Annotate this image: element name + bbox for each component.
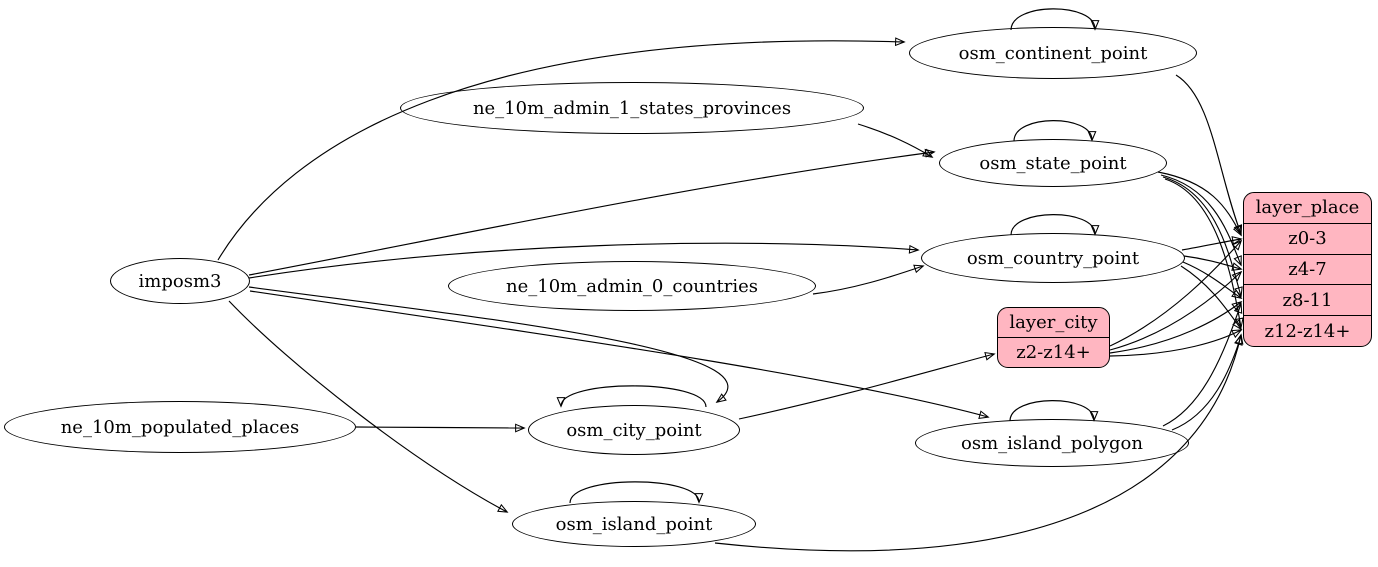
self-loop-edge-osm_state_point (1013, 120, 1097, 142)
record-row-layer_place-z4-7: z4-7 (1244, 253, 1371, 285)
table-node-imposm3: imposm3 (110, 258, 250, 304)
edge-layer_city-to-layer_place-z12-z14+ (1109, 329, 1243, 357)
table-node-ne_10m_admin_1_states_provinces: ne_10m_admin_1_states_provinces (400, 82, 864, 134)
table-node-label: osm_state_point (979, 152, 1127, 174)
edge-osm_state_point-to-layer_place-z0-3 (1157, 171, 1242, 237)
table-node-osm_island_point: osm_island_point (512, 501, 756, 547)
table-node-label: osm_island_polygon (961, 432, 1143, 454)
record-row-layer_place-z0-3: z0-3 (1244, 222, 1371, 254)
edge-ne_10m_admin_1_states_provinces-to-osm_state_point (857, 123, 934, 158)
table-node-ne_10m_populated_places: ne_10m_populated_places (4, 401, 356, 453)
table-node-label: ne_10m_populated_places (60, 416, 300, 438)
table-node-osm_continent_point: osm_continent_point (909, 27, 1197, 79)
record-row-layer_city-z2-z14+: z2-z14+ (998, 337, 1109, 367)
edge-osm_island_polygon-to-layer_place-z12-z14+ (1171, 334, 1243, 431)
table-node-osm_island_polygon: osm_island_polygon (915, 419, 1189, 467)
self-loop-edge-osm_island_point (569, 481, 704, 504)
edge-osm_country_point-to-layer_place-z0-3 (1181, 236, 1243, 251)
table-node-osm_country_point: osm_country_point (921, 233, 1185, 283)
table-node-label: osm_continent_point (958, 42, 1148, 64)
edge-ne_10m_populated_places-to-osm_city_point (355, 423, 526, 433)
table-node-label: ne_10m_admin_1_states_provinces (472, 97, 792, 119)
table-node-label: ne_10m_admin_0_countries (506, 275, 758, 297)
table-node-label: imposm3 (138, 270, 222, 292)
edge-ne_10m_admin_0_countries-to-osm_country_point (812, 264, 925, 295)
edge-imposm3-to-osm_state_point (248, 148, 936, 276)
edge-osm_continent_point-to-layer_place-z0-3 (1175, 74, 1243, 236)
table-node-label: osm_city_point (566, 419, 702, 441)
edge-osm_country_point-to-layer_place-z4-7 (1183, 255, 1243, 271)
record-node-layer_city: layer_city z2-z14+ (997, 307, 1110, 368)
edge-imposm3-to-osm_continent_point (217, 37, 906, 261)
record-title-layer_place: layer_place (1255, 197, 1360, 219)
edge-osm_state_point-to-layer_place-z8-11 (1162, 176, 1243, 298)
record-title-layer_city: layer_city (1009, 312, 1098, 333)
table-node-label: osm_island_point (555, 513, 713, 535)
edge-layer_city-to-layer_place-z8-11 (1109, 300, 1243, 354)
record-row-layer_place-z12-z14+: z12-z14+ (1244, 315, 1371, 346)
edge-layer_city-to-layer_place-z4-7 (1109, 270, 1243, 351)
edge-osm_country_point-to-layer_place-z8-11 (1182, 261, 1243, 299)
record-row-layer_place-z8-11: z8-11 (1244, 284, 1371, 315)
self-loop-edge-osm_island_polygon (1009, 400, 1099, 422)
table-node-ne_10m_admin_0_countries: ne_10m_admin_0_countries (448, 261, 816, 311)
edge-osm_city_point-to-layer_city-z2-z14+ (738, 351, 996, 420)
edge-osm_island_polygon-to-layer_place-z8-11 (1162, 302, 1243, 427)
self-loop-edge-osm_city_point (556, 385, 707, 408)
table-node-osm_state_point: osm_state_point (939, 139, 1167, 187)
edge-osm_country_point-to-layer_place-z12-z14+ (1180, 265, 1243, 331)
table-node-osm_city_point: osm_city_point (528, 405, 740, 455)
table-node-label: osm_country_point (966, 247, 1140, 269)
self-loop-edge-osm_country_point (1010, 214, 1100, 236)
